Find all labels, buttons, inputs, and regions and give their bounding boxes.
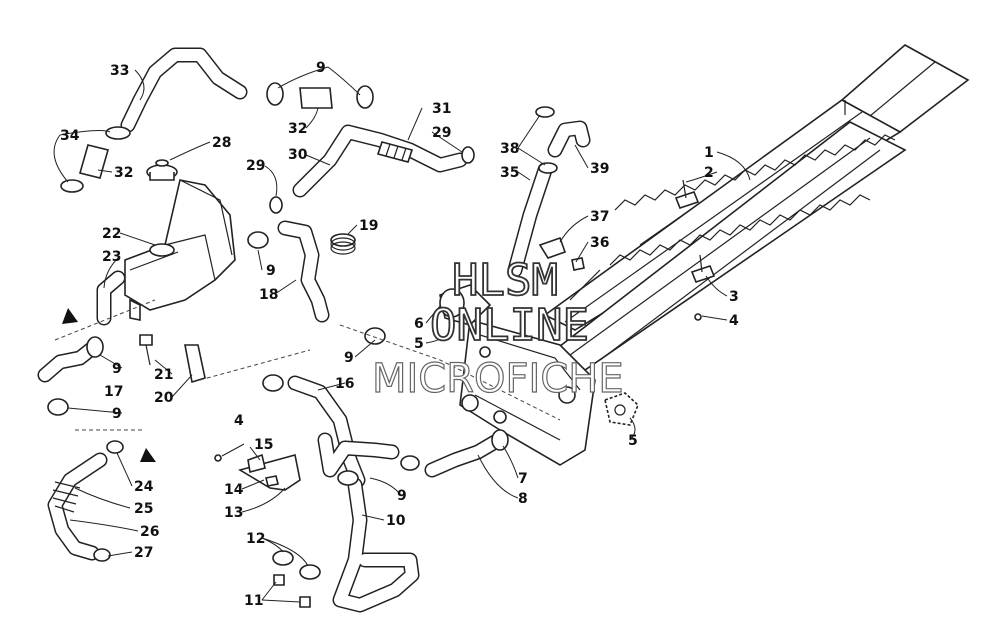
callout-9: 9 <box>344 350 354 366</box>
coupler-32b <box>299 87 333 109</box>
heat-exchanger <box>543 44 970 371</box>
watermark-line-1: HLSM <box>452 255 558 306</box>
screw-4 <box>694 313 702 321</box>
callout-39: 39 <box>590 161 609 177</box>
callout-5: 5 <box>628 433 638 449</box>
callout-4: 4 <box>729 313 739 329</box>
bracket-20 <box>184 344 206 384</box>
bolt-21 <box>139 334 153 366</box>
hose-30 <box>292 124 468 198</box>
callout-21: 21 <box>154 367 173 383</box>
callout-24: 24 <box>134 479 154 495</box>
cap-28 <box>146 159 178 181</box>
clamp-24-27 <box>93 440 124 562</box>
callout-27: 27 <box>134 545 153 561</box>
clamp-9-mid <box>247 231 386 345</box>
clamp-34 <box>60 126 131 193</box>
screws-11 <box>273 574 311 608</box>
callout-25: 25 <box>134 501 153 517</box>
callout-labels: 1 2 3 4 5 5 6 7 8 9 9 9 9 9 9 10 11 12 1… <box>60 60 739 609</box>
callout-12: 12 <box>246 531 265 547</box>
callout-32: 32 <box>288 121 307 137</box>
hose-10-upper <box>317 432 400 478</box>
hose-17 <box>37 342 98 383</box>
clamp-29 <box>269 146 475 214</box>
clamp-9-left <box>47 336 104 416</box>
bracket-13 <box>214 453 301 491</box>
clamps-12 <box>272 550 321 580</box>
sleeve-25 <box>52 481 81 513</box>
assembly-lines <box>54 299 561 431</box>
callout-31: 31 <box>432 101 451 117</box>
clamps-9-top <box>266 82 374 109</box>
bracket-2 <box>674 179 700 209</box>
callout-26: 26 <box>140 524 159 540</box>
callout-19: 19 <box>359 218 378 234</box>
callout-29: 29 <box>246 158 265 174</box>
hose-39 <box>547 120 591 158</box>
hose-10 <box>332 477 420 613</box>
callout-36: 36 <box>590 235 609 251</box>
leader-lines <box>53 66 751 603</box>
callout-9: 9 <box>266 263 276 279</box>
coupler-32a <box>79 144 109 179</box>
callout-38: 38 <box>500 141 519 157</box>
callout-29: 29 <box>432 125 451 141</box>
watermark-line-3: MICROFICHE <box>372 356 624 402</box>
watermark: HLSM ONLINE MICROFICHE <box>371 254 624 403</box>
callout-5: 5 <box>414 336 424 352</box>
clamp-38 <box>535 106 558 174</box>
arrow-markers <box>62 308 156 462</box>
callout-11: 11 <box>244 593 263 609</box>
hose-18 <box>277 220 330 323</box>
callout-30: 30 <box>288 147 308 163</box>
callout-9: 9 <box>316 60 326 76</box>
hose-33 <box>120 47 248 133</box>
hose-23 <box>96 270 126 326</box>
outlet-6 <box>439 284 492 326</box>
callout-17: 17 <box>104 384 123 400</box>
callout-37: 37 <box>590 209 609 225</box>
hose-35 <box>507 162 553 278</box>
callout-23: 23 <box>102 249 121 265</box>
callout-18: 18 <box>259 287 278 303</box>
callout-16: 16 <box>335 376 354 392</box>
callout-35: 35 <box>500 165 519 181</box>
clamp-7 <box>491 429 509 451</box>
callout-6: 6 <box>414 316 424 332</box>
bracket-37 <box>538 236 567 259</box>
sleeve-31 <box>376 141 414 163</box>
callout-14: 14 <box>224 482 244 498</box>
clamp-9-lower <box>262 374 420 486</box>
callout-28: 28 <box>212 135 231 151</box>
spring-19 <box>330 233 356 255</box>
chaincase-plate <box>459 318 596 466</box>
callout-4: 4 <box>234 413 244 429</box>
hose-16 <box>287 375 366 488</box>
bracket-3 <box>690 254 716 283</box>
callout-20: 20 <box>154 390 174 406</box>
callout-10: 10 <box>386 513 406 529</box>
coolant-bottle <box>124 179 236 321</box>
callout-13: 13 <box>224 505 243 521</box>
callout-15: 15 <box>254 437 273 453</box>
callout-32: 32 <box>114 165 133 181</box>
screw-36 <box>571 257 585 271</box>
callout-22: 22 <box>102 226 121 242</box>
callout-8: 8 <box>518 491 528 507</box>
callout-33: 33 <box>110 63 129 79</box>
callout-1: 1 <box>704 145 714 161</box>
callout-2: 2 <box>704 165 714 181</box>
callout-34: 34 <box>60 128 80 144</box>
callout-9: 9 <box>397 488 407 504</box>
callout-3: 3 <box>729 289 739 305</box>
hose-8 <box>424 434 503 478</box>
watermark-line-2: ONLINE <box>430 300 589 351</box>
callout-9: 9 <box>112 406 122 422</box>
callout-7: 7 <box>518 471 528 487</box>
hose-26 <box>47 452 108 561</box>
callout-9: 9 <box>112 361 122 377</box>
gasket-5 <box>604 392 639 426</box>
